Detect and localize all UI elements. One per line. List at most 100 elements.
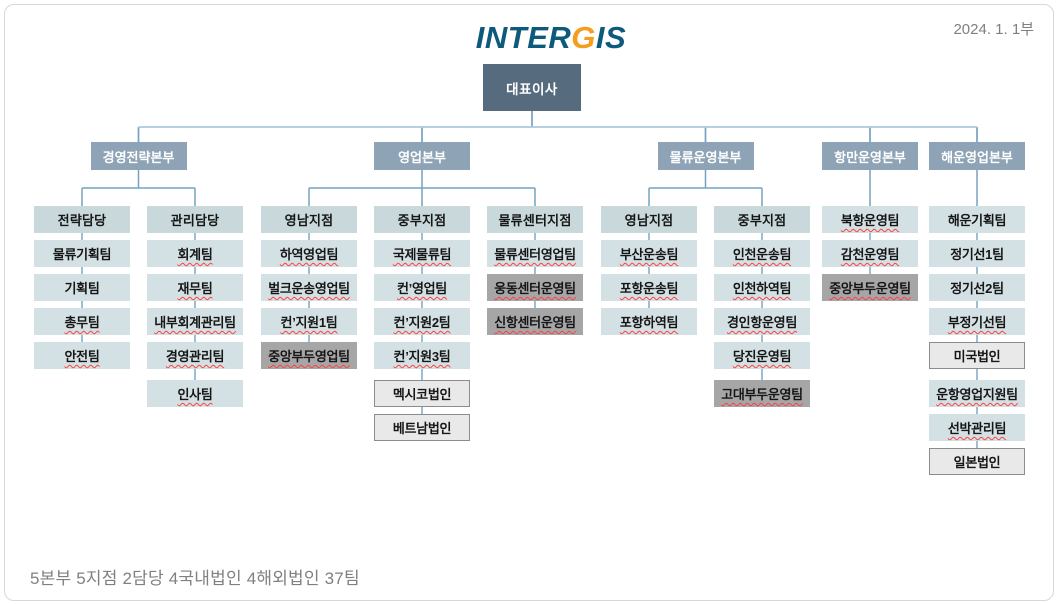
branch-head-box: 중부지점	[714, 206, 810, 233]
corporation-box: 일본법인	[929, 448, 1025, 475]
team-box: 경영관리팀	[147, 342, 243, 369]
org-box-label: 국제물류팀	[392, 247, 452, 262]
org-box-label: 재무팀	[177, 281, 213, 296]
team-box-gray: 고대부두운영팀	[714, 380, 810, 407]
team-box: 북항운영팀	[822, 206, 918, 233]
team-box: 당진운영팀	[714, 342, 810, 369]
org-box-label: 베트남법인	[392, 421, 452, 436]
org-box-label: 정기선1팀	[950, 247, 1004, 262]
org-box-label: 중앙부두영업팀	[268, 349, 350, 364]
org-box-label: 미국법인	[953, 349, 1001, 364]
team-box: 벌크운송영업팀	[261, 274, 357, 301]
org-box-label: 영남지점	[624, 213, 674, 228]
team-box: 기획팀	[34, 274, 130, 301]
branch-head-box: 물류센터지점	[487, 206, 583, 233]
org-box-label: 중부지점	[737, 213, 787, 228]
team-box: 국제물류팀	[374, 240, 470, 267]
org-box-label: 안전팀	[64, 349, 100, 364]
division-box: 경영전략본부	[90, 142, 187, 170]
org-box-label: 컨’지원2팀	[393, 315, 451, 330]
org-box-label: 컨’지원1팀	[280, 315, 338, 330]
org-box-label: 당진운영팀	[732, 349, 792, 364]
branch-head-box: 영남지점	[261, 206, 357, 233]
org-box-label: 영업본부	[398, 149, 446, 165]
team-box: 인천운송팀	[714, 240, 810, 267]
team-box: 경인항운영팀	[714, 308, 810, 335]
org-box-label: 정기선2팀	[950, 281, 1004, 296]
org-box-label: 인사팀	[177, 387, 213, 402]
org-box-label: 경영관리팀	[165, 349, 225, 364]
org-box-label: 운항영업지원팀	[936, 387, 1018, 402]
org-box-label: 포항운송팀	[619, 281, 679, 296]
team-box: 인사팀	[147, 380, 243, 407]
team-box-gray: 중앙부두영업팀	[261, 342, 357, 369]
org-box-label: 웅동센터운영팀	[494, 281, 576, 296]
org-box-label: 물류센터영업팀	[494, 247, 576, 262]
org-box-label: 물류기획팀	[52, 247, 112, 262]
org-box-label: 경인항운영팀	[727, 315, 797, 330]
org-box-label: 중앙부두운영팀	[829, 281, 911, 296]
org-box-label: 컨’지원3팀	[393, 349, 451, 364]
org-box-label: 경영전략본부	[102, 149, 175, 165]
org-box-label: 대표이사	[506, 81, 558, 97]
division-box: 영업본부	[374, 142, 470, 170]
team-box-gray: 신항센터운영팀	[487, 308, 583, 335]
org-box-label: 내부회계관리팀	[154, 315, 236, 330]
summary-text: 5본부 5지점 2담당 4국내법인 4해외법인 37팀	[30, 569, 360, 588]
team-box: 안전팀	[34, 342, 130, 369]
corporation-box: 베트남법인	[374, 414, 470, 441]
org-box-label: 해운기획팀	[947, 213, 1007, 228]
branch-head-box: 관리담당	[147, 206, 243, 233]
logo-text-inter: INTER	[475, 20, 572, 55]
team-box-gray: 웅동센터운영팀	[487, 274, 583, 301]
team-box: 부산운송팀	[601, 240, 697, 267]
org-box-label: 기획팀	[64, 281, 100, 296]
team-box: 포항운송팀	[601, 274, 697, 301]
logo-text-g: G	[571, 20, 596, 55]
logo-text-is: IS	[595, 20, 627, 55]
org-box-label: 멕시코법인	[392, 387, 452, 402]
ceo-box: 대표이사	[483, 64, 581, 111]
org-box-label: 선박관리팀	[947, 421, 1007, 436]
team-box: 선박관리팀	[929, 414, 1025, 441]
org-box-label: 포항하역팀	[619, 315, 679, 330]
org-box-label: 벌크운송영업팀	[268, 281, 350, 296]
team-box: 정기선2팀	[929, 274, 1025, 301]
effective-date-label: 2024. 1. 1부	[953, 21, 1034, 38]
team-box: 재무팀	[147, 274, 243, 301]
team-box: 총무팀	[34, 308, 130, 335]
division-box: 해운영업본부	[929, 142, 1025, 170]
branch-head-box: 전략담당	[34, 206, 130, 233]
org-box-label: 관리담당	[170, 213, 220, 228]
corporation-box: 멕시코법인	[374, 380, 470, 407]
team-box: 내부회계관리팀	[147, 308, 243, 335]
org-box-label: 영남지점	[284, 213, 334, 228]
org-box-label: 부산운송팀	[619, 247, 679, 262]
org-box-label: 컨’영업팀	[397, 281, 447, 296]
team-box: 물류기획팀	[34, 240, 130, 267]
team-box: 컨’지원3팀	[374, 342, 470, 369]
org-box-label: 하역영업팀	[279, 247, 339, 262]
team-box: 정기선1팀	[929, 240, 1025, 267]
team-box: 하역영업팀	[261, 240, 357, 267]
team-box: 컨’지원2팀	[374, 308, 470, 335]
org-box-label: 중부지점	[397, 213, 447, 228]
team-box: 컨’지원1팀	[261, 308, 357, 335]
org-box-label: 부정기선팀	[947, 315, 1007, 330]
team-box: 회계팀	[147, 240, 243, 267]
branch-head-box: 영남지점	[601, 206, 697, 233]
team-box: 부정기선팀	[929, 308, 1025, 335]
division-box: 물류운영본부	[657, 142, 754, 170]
team-box-gray: 중앙부두운영팀	[822, 274, 918, 301]
org-box-label: 신항센터운영팀	[494, 315, 576, 330]
org-box-label: 감천운영팀	[840, 247, 900, 262]
team-box: 포항하역팀	[601, 308, 697, 335]
org-box-label: 인천운송팀	[732, 247, 792, 262]
org-box-label: 물류센터지점	[498, 213, 572, 228]
org-box-label: 일본법인	[953, 455, 1001, 470]
team-box: 감천운영팀	[822, 240, 918, 267]
intergis-logo: INTERGIS	[22, 20, 1058, 56]
corporation-box: 미국법인	[929, 342, 1025, 369]
